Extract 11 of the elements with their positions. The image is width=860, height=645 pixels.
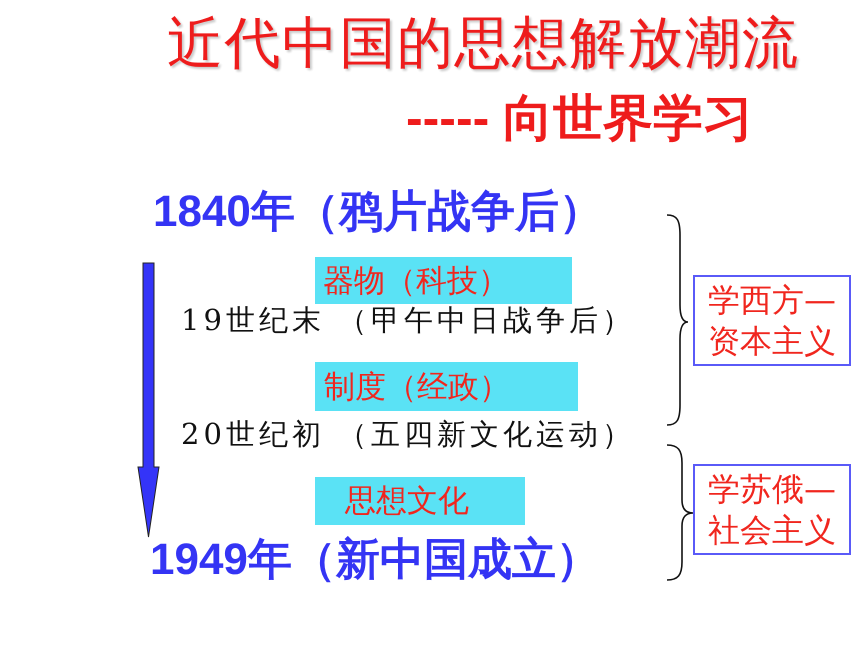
category-box: 制度（经政） <box>315 362 578 411</box>
summary-box: 学西方—资本主义 <box>693 275 851 366</box>
title: 近代中国的思想解放潮流 <box>167 10 800 78</box>
period-label: 20世纪初 （五四新文化运动） <box>181 417 636 452</box>
year-heading: 1949年（新中国成立） <box>150 534 600 586</box>
year-heading: 1840年（鸦片战争后） <box>153 186 603 238</box>
subtitle: ----- 向世界学习 <box>406 89 754 148</box>
category-box: 器物（科技） <box>315 257 572 304</box>
summary-box: 学苏俄—社会主义 <box>693 464 851 555</box>
category-box: 思想文化 <box>315 477 525 525</box>
period-label: 19世纪末 （甲午中日战争后） <box>181 303 636 338</box>
